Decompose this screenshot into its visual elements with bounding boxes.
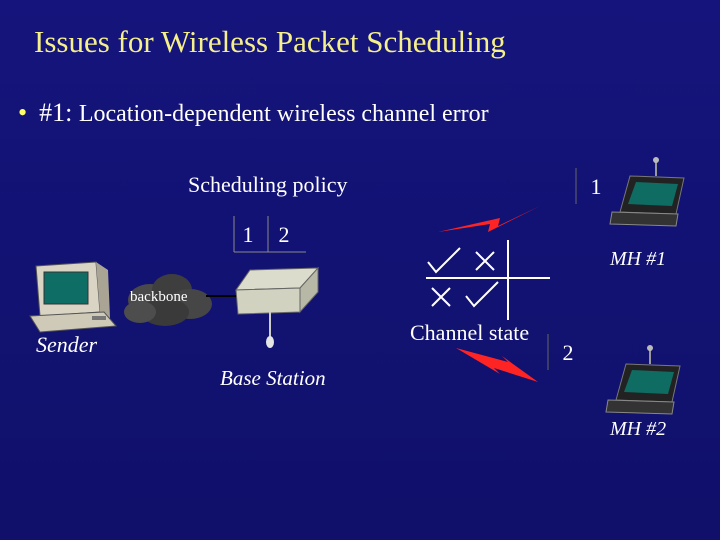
packet-mh2: 2 (556, 340, 580, 366)
mh1-label: MH #1 (610, 248, 666, 271)
lightning-lower-icon (456, 348, 538, 382)
laptop-mh1-icon (610, 157, 684, 226)
queue-item-2: 2 (272, 222, 296, 248)
base-station-label: Base Station (220, 366, 326, 391)
channel-state-label: Channel state (410, 320, 529, 346)
laptop-mh2-icon (606, 345, 680, 414)
packet-mh1: 1 (584, 174, 608, 200)
sender-label: Sender (36, 332, 97, 358)
queue-item-1: 1 (236, 222, 260, 248)
backbone-label: backbone (130, 289, 187, 306)
lightning-upper-icon (438, 206, 540, 232)
channel-state-grid (426, 240, 550, 320)
base-station-icon (236, 268, 318, 348)
scheduling-policy-label: Scheduling policy (188, 172, 347, 198)
mh2-label: MH #2 (610, 418, 666, 441)
sender-computer-icon (30, 262, 116, 332)
